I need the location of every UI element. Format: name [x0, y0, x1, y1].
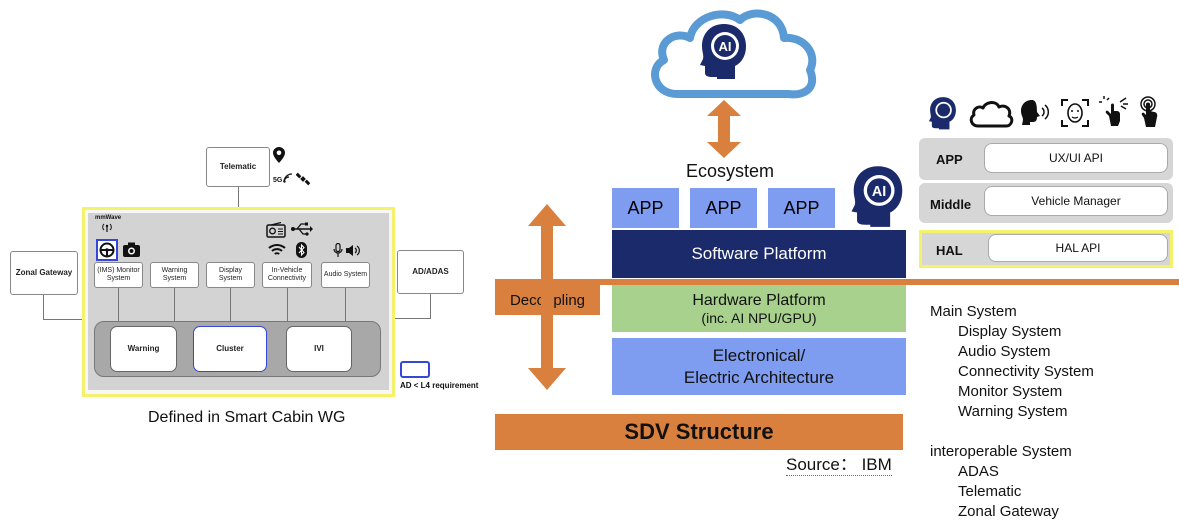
mmwave-label: mmWave	[95, 215, 122, 221]
telematic-connector	[238, 187, 239, 209]
adas-connector-v	[430, 294, 431, 318]
ai-head-tiny-icon	[928, 97, 956, 130]
hal-api-pill: HAL API	[988, 234, 1168, 262]
hardware-platform-subtitle: (inc. AI NPU/GPU)	[701, 309, 817, 326]
audio-system-box: Audio System	[321, 262, 370, 288]
electric-architecture-block: Electronical/ Electric Architecture	[612, 338, 906, 395]
sdv-structure-bar: SDV Structure	[495, 414, 903, 450]
vehicle-manager-pill: Vehicle Manager	[984, 186, 1168, 216]
signal-icon	[283, 173, 293, 183]
ai-head-icon: AI	[700, 24, 746, 79]
warning-unit-box: Warning	[110, 326, 177, 372]
main-system-title: Main System	[930, 303, 1017, 320]
hardware-platform-block: Hardware Platform (inc. AI NPU/GPU)	[612, 285, 906, 332]
interop-system-item: Telematic	[958, 483, 1022, 500]
display-system-box: Display System	[206, 262, 255, 288]
ad-adas-box: AD/ADAS	[397, 250, 464, 294]
electric-architecture-line1: Electronical/	[712, 345, 806, 365]
main-system-item: Display System	[958, 323, 1062, 340]
ecosystem-label: Ecosystem	[686, 161, 775, 181]
gesture-icon	[1099, 96, 1128, 126]
satellite-icon	[296, 172, 310, 186]
ai-label: AI	[719, 39, 732, 54]
app-layer-label: APP	[936, 152, 963, 167]
bluetooth-icon	[296, 242, 307, 258]
legend-swatch	[400, 361, 430, 378]
ai-label-small: AI	[872, 184, 886, 200]
interop-system-title: interoperable System	[930, 443, 1072, 460]
touch-icon	[1140, 96, 1158, 127]
connector-connectivity	[287, 288, 288, 321]
decoupling-arrow	[528, 204, 566, 390]
smart-cabin-caption: Defined in Smart Cabin WG	[148, 409, 346, 426]
location-pin-icon	[273, 147, 285, 163]
connector-ims	[118, 288, 119, 321]
interop-system-item: Zonal Gateway	[958, 503, 1059, 520]
ims-monitor-system-box: (IMS) Monitor System	[94, 262, 143, 288]
5g-badge: 5G	[273, 177, 283, 184]
app-block-3: APP	[768, 188, 835, 228]
source-label: Source： IBM	[786, 450, 892, 476]
camera-icon	[123, 242, 140, 257]
electric-architecture-line2: Electric Architecture	[683, 367, 835, 387]
zonal-connector-h	[43, 319, 83, 320]
middle-layer-label: Middle	[930, 197, 972, 212]
ai-head-small-icon: AI	[851, 166, 903, 227]
interop-system-item: ADAS	[958, 463, 999, 480]
software-platform-block: Software Platform	[612, 230, 906, 278]
zonal-connector-v	[43, 295, 44, 319]
wifi-icon	[268, 244, 286, 255]
zonal-gateway-box: Zonal Gateway	[10, 251, 78, 295]
ux-ui-api-pill: UX/UI API	[984, 143, 1168, 173]
adas-connector-h	[394, 318, 431, 319]
ivi-unit-box: IVI	[286, 326, 352, 372]
voice-icon	[1021, 100, 1050, 125]
cloud-icon	[969, 101, 1014, 128]
connector-warning	[174, 288, 175, 321]
steering-wheel-icon	[99, 242, 115, 258]
connector-audio	[345, 288, 346, 321]
main-system-item: Warning System	[958, 403, 1068, 420]
speaker-icon	[346, 245, 360, 256]
in-vehicle-connectivity-box: In-Vehicle Connectivity	[262, 262, 312, 288]
legend-label: AD < L4 requirement	[400, 381, 479, 390]
telematic-box: Telematic	[206, 147, 270, 187]
main-system-item: Audio System	[958, 343, 1051, 360]
connector-display	[230, 288, 231, 321]
app-block-2: APP	[690, 188, 757, 228]
decoupling-line	[495, 279, 1179, 285]
radio-icon	[266, 222, 286, 238]
antenna-icon	[102, 223, 112, 232]
main-system-item: Connectivity System	[958, 363, 1094, 380]
usb-icon	[291, 222, 313, 236]
warning-system-box: Warning System	[150, 262, 199, 288]
microphone-icon	[333, 243, 343, 257]
cloud-link-arrow	[707, 100, 741, 158]
app-block-1: APP	[612, 188, 679, 228]
hardware-platform-title: Hardware Platform	[692, 291, 826, 309]
cluster-unit-box: Cluster	[193, 326, 267, 372]
face-scan-icon	[1061, 99, 1089, 127]
hal-layer-label: HAL	[936, 243, 963, 258]
main-system-item: Monitor System	[958, 383, 1063, 400]
